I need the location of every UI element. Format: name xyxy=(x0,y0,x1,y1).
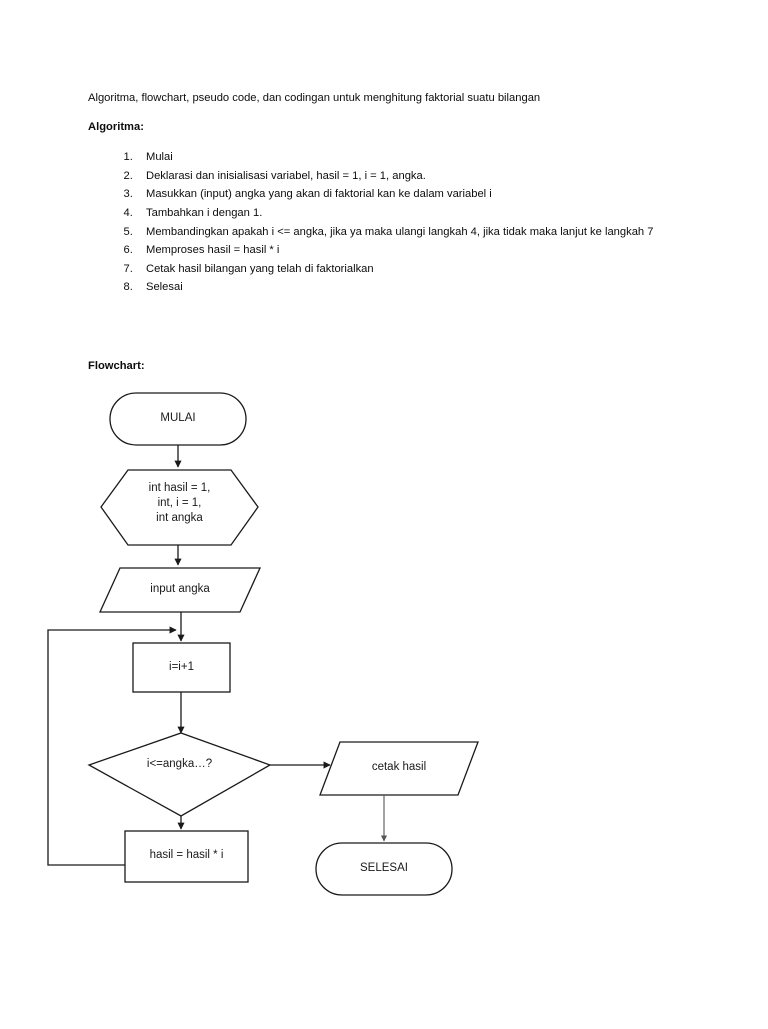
list-item: Mulai xyxy=(136,148,716,166)
node-print-shape xyxy=(319,741,479,796)
node-end-shape xyxy=(315,842,453,896)
list-item: Memproses hasil = hasil * i xyxy=(136,241,716,259)
node-start-shape xyxy=(109,392,247,446)
intro-paragraph: Algoritma, flowchart, pseudo code, dan c… xyxy=(88,92,541,104)
list-item: Deklarasi dan inisialisasi variabel, has… xyxy=(136,167,716,185)
list-item: Cetak hasil bilangan yang telah di fakto… xyxy=(136,260,716,278)
node-decision-shape xyxy=(87,732,272,817)
node-declare-shape xyxy=(100,469,259,546)
node-input-shape xyxy=(98,567,262,613)
node-multiply-shape xyxy=(124,830,249,883)
node-increment-shape xyxy=(132,642,231,693)
list-item: Tambahkan i dengan 1. xyxy=(136,204,716,222)
list-item: Membandingkan apakah i <= angka, jika ya… xyxy=(136,223,716,241)
list-item: Masukkan (input) angka yang akan di fakt… xyxy=(136,185,716,203)
algoritma-heading: Algoritma: xyxy=(88,121,144,133)
list-item: Selesai xyxy=(136,278,716,296)
algoritma-step-list: Mulai Deklarasi dan inisialisasi variabe… xyxy=(108,148,716,297)
connector-loop-back xyxy=(47,626,177,866)
flowchart-heading: Flowchart: xyxy=(88,360,145,372)
